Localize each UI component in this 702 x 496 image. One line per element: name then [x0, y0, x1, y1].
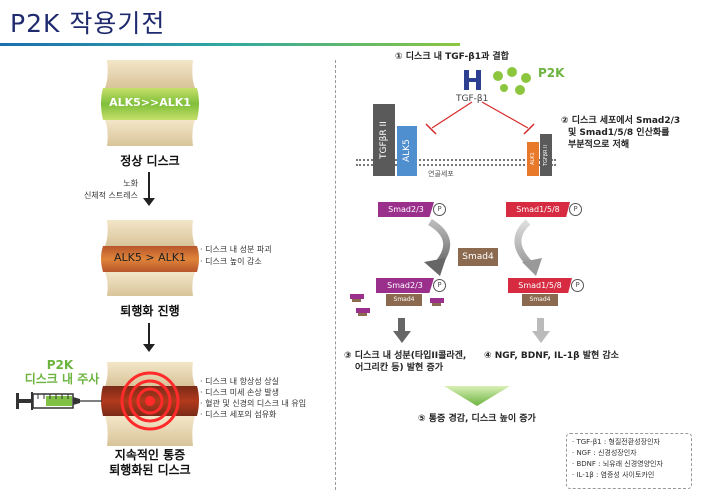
smad158-top: Smad1/5/8: [506, 202, 570, 217]
smad-curve-arrows: [424, 218, 542, 276]
joint3-note-1: · 디스크 내 항상성 상실: [200, 377, 279, 386]
injection-label-1: P2K: [46, 358, 74, 372]
step-5: ⑤ 통증 경감, 디스크 높이 증가: [418, 414, 536, 424]
stage-degenerated-1: 지속적인 통증: [114, 448, 186, 462]
smad23-top: Smad2/3: [378, 202, 434, 217]
legend-item-2: · NGF : 신경성장인자: [572, 449, 637, 457]
receptor-alk5-label: ALK5: [402, 139, 412, 163]
step-4: ④ NGF, BDNF, IL-1β 발현 감소: [484, 351, 619, 361]
step-3-line-2: 어그리칸 등) 발현 증가: [355, 363, 444, 373]
legend-item-4: · IL-1β : 염증성 사이토카인: [572, 471, 655, 479]
degenerating-joint-illustration: [101, 220, 199, 296]
arrow-down-2: [148, 323, 150, 347]
page-title: P2K 작용기전: [10, 9, 166, 38]
stage-normal: 정상 디스크: [120, 154, 180, 168]
receptor-tgfbr2-label: TGFβR II: [379, 121, 389, 159]
joint2-note-2: · 디스크 높이 감소: [200, 257, 262, 266]
smad23-complex: Smad2/3: [376, 278, 434, 293]
cause-2: 신체적 스트레스: [83, 191, 138, 200]
stage-degenerated-2: 퇴행화된 디스크: [109, 463, 191, 477]
joint3-note-3: · 혈관 및 신경의 디스크 내 유입: [200, 399, 307, 408]
smad4-complex-right: Smad4: [522, 294, 558, 306]
receptor-tgfbr2: [373, 104, 395, 176]
joint2-note-1: · 디스크 내 성분 파괴: [200, 245, 272, 254]
divider: [335, 60, 336, 490]
membrane-line-top: [356, 159, 556, 161]
cause-1: 노화: [123, 179, 138, 188]
small-complexes: [350, 294, 444, 316]
joint1-label: ALK5>>ALK1: [109, 96, 191, 109]
step-2-line-2: 및 Smad1/5/8 인산화를: [568, 128, 670, 138]
legend-item-3: · BDNF : 뇌유래 신경영양인자: [572, 460, 663, 468]
smad4-free: Smad4: [458, 248, 498, 266]
converge-arrow: [444, 386, 510, 406]
membrane-label: 연골세포: [428, 170, 454, 178]
arrow-down-right: [532, 318, 550, 343]
phospho-badge-4: P: [571, 279, 584, 292]
title-underline: [0, 43, 460, 46]
receptor-alk5: [397, 126, 417, 176]
syringe-icon: [16, 392, 102, 410]
p2k-label: P2K: [538, 66, 565, 80]
step-2-line-1: ② 디스크 세포에서 Smad2/3: [561, 116, 681, 126]
step-2-line-3: 부분적으로 저해: [568, 140, 630, 150]
smad4-complex-left: Smad4: [386, 294, 422, 306]
receptor-alk1: [527, 142, 539, 176]
arrow-down-left: [393, 318, 411, 343]
injection-label-2: 디스크 내 주사: [24, 372, 100, 386]
joint3-note-2: · 디스크 미세 손상 발생: [200, 388, 279, 397]
receptor-tgfbr2-small: [540, 134, 552, 176]
joint2-label: ALK5 > ALK1: [114, 251, 186, 264]
phospho-badge-3: P: [433, 279, 446, 292]
arrowhead-1: [143, 198, 155, 206]
arrow-down-1: [148, 172, 150, 202]
smad158-complex: Smad1/5/8: [508, 278, 572, 293]
joint3-note-4: · 디스크 세포의 섬유화: [200, 410, 277, 419]
receptor-tgfbr2-small-label: TGFβR II: [543, 144, 549, 166]
stage-degenerating: 퇴행화 진행: [120, 304, 180, 318]
phospho-badge-2: P: [569, 203, 582, 216]
phospho-badge-1: P: [433, 203, 446, 216]
receptor-alk1-label: ALK1: [530, 152, 536, 166]
step-1: ① 디스크 내 TGF-β1과 결합: [395, 52, 509, 62]
arrowhead-2: [143, 344, 155, 352]
degenerated-joint-illustration: [101, 362, 199, 446]
membrane-line-bottom: [356, 164, 556, 166]
step-3-line-1: ③ 디스크 내 성분(타입II콜라겐,: [344, 351, 467, 361]
legend-box: · TGF-β1 : 형질전환성장인자 · NGF : 신경성장인자 · BDN…: [566, 433, 692, 489]
tgf-label: TGF-β1: [456, 94, 489, 104]
inhibition-lines: [425, 101, 535, 135]
tgf-p2k-illustration: [464, 67, 531, 95]
normal-joint-illustration: [101, 60, 199, 146]
legend-item-1: · TGF-β1 : 형질전환성장인자: [572, 438, 660, 446]
